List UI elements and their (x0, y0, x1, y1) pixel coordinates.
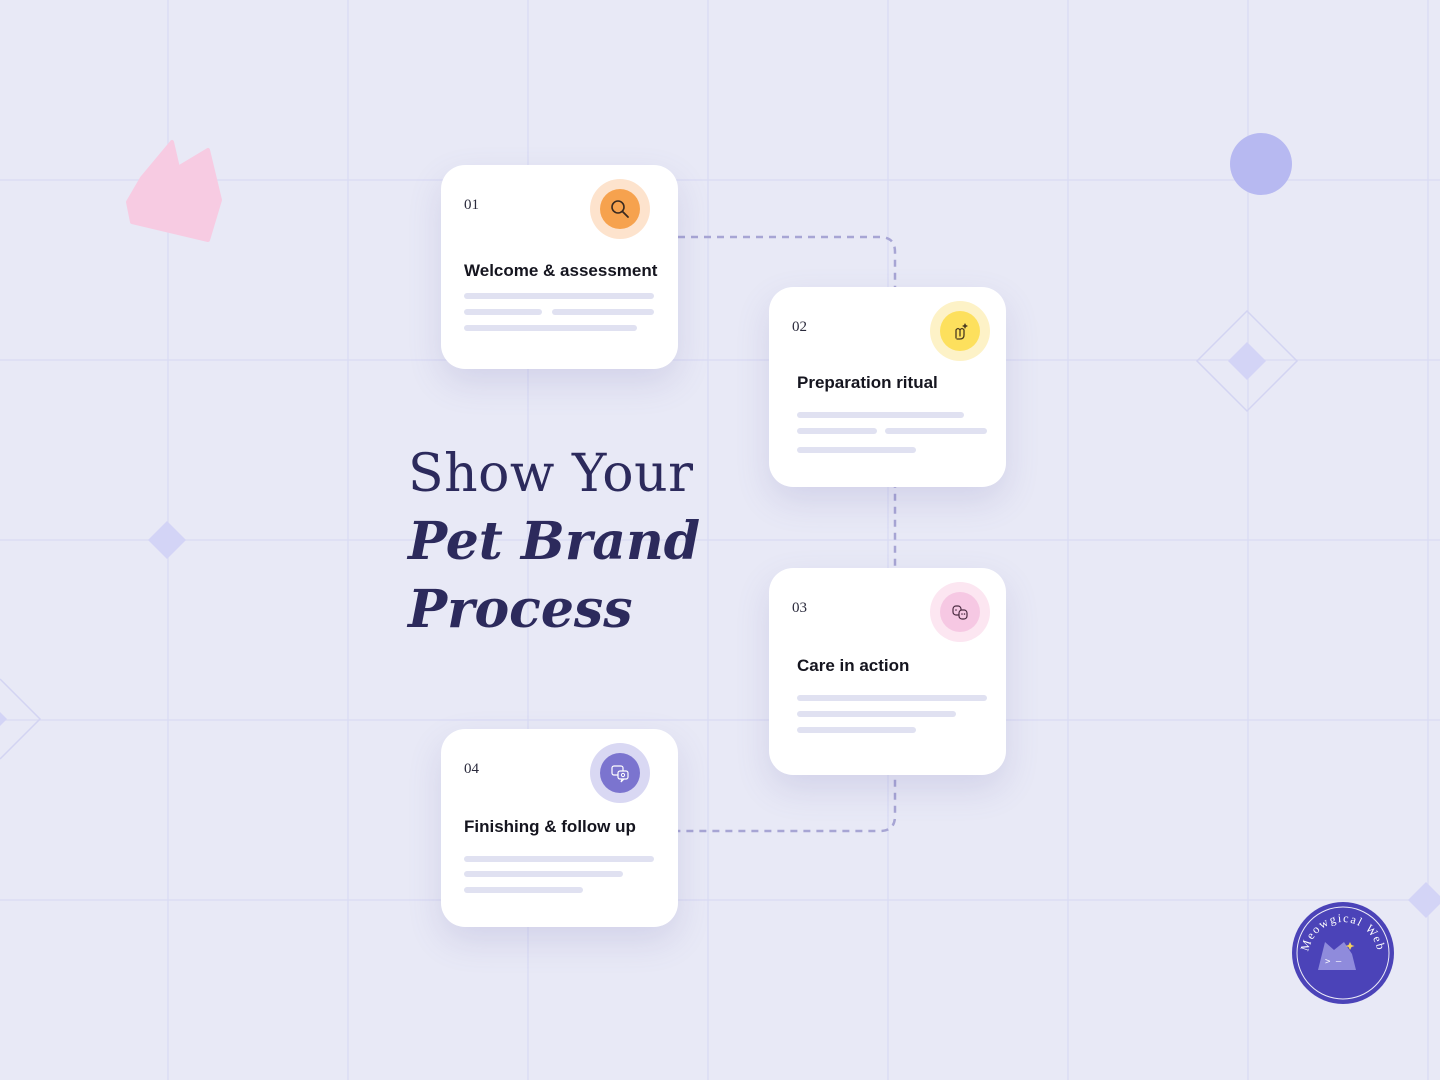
step-number: 02 (792, 319, 807, 335)
step-number: 04 (464, 761, 479, 777)
placeholder-text-line (797, 711, 956, 717)
step-card-4: 04 Finishing & follow up (441, 729, 678, 927)
magnifier-icon (600, 189, 640, 229)
blue-circle-shape (1230, 133, 1292, 195)
placeholder-text-line (552, 309, 654, 315)
placeholder-text-line (464, 325, 637, 331)
placeholder-text-line (464, 293, 654, 299)
brand-badge: Meowgical Web > – (1292, 902, 1394, 1004)
step-icon-halo (930, 582, 990, 642)
step-icon-halo (590, 179, 650, 239)
pet-face-icon (940, 592, 980, 632)
step-card-3: 03 Care in action (769, 568, 1006, 775)
placeholder-text-line (797, 727, 916, 733)
step-card-2: 02 Preparation ritual (769, 287, 1006, 487)
placeholder-text-line (797, 428, 877, 434)
step-title: Care in action (797, 656, 910, 675)
step-icon-halo (930, 301, 990, 361)
svg-text:> –: > – (1325, 957, 1342, 967)
step-title: Welcome & assessment (464, 261, 658, 280)
step-icon-halo (590, 743, 650, 803)
placeholder-text-line (464, 856, 654, 862)
sparkle-paw-icon (940, 311, 980, 351)
step-number: 03 (792, 600, 807, 616)
step-title: Preparation ritual (797, 373, 938, 392)
pink-house-shape (126, 140, 222, 242)
brand-logo-icon: Meowgical Web > – (1296, 906, 1390, 1000)
diamond-outline-right (1195, 309, 1299, 413)
placeholder-text-line (464, 309, 542, 315)
placeholder-text-line (464, 887, 583, 893)
diamond-left (148, 521, 186, 559)
diamond-outline-left-edge (0, 678, 42, 760)
placeholder-text-line (797, 695, 987, 701)
step-title: Finishing & follow up (464, 817, 636, 836)
diamond-bottom-right (1408, 882, 1440, 918)
placeholder-text-line (464, 871, 623, 877)
step-number: 01 (464, 197, 479, 213)
headline-line-2: Pet Brand (408, 511, 701, 572)
headline: Show Your Pet Brand Process (408, 440, 700, 644)
step-card-1: 01 Welcome & assessment (441, 165, 678, 369)
placeholder-text-line (885, 428, 987, 434)
headline-line-1: Show Your (408, 444, 694, 504)
placeholder-text-line (797, 412, 964, 418)
headline-line-3: Process (408, 579, 633, 640)
placeholder-text-line (797, 447, 916, 453)
chat-bubbles-icon (600, 753, 640, 793)
